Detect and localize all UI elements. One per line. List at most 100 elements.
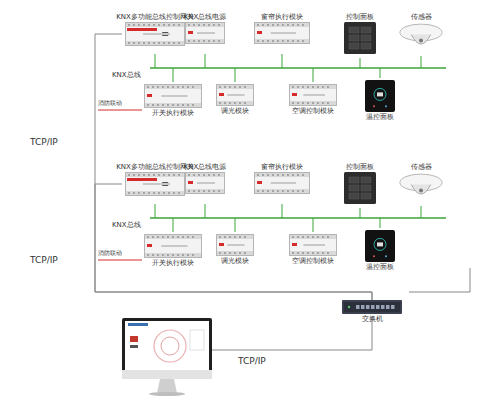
module-body bbox=[217, 235, 254, 256]
panel-button bbox=[361, 35, 371, 41]
module-label bbox=[143, 183, 170, 185]
module-label bbox=[161, 95, 187, 97]
terminal-screw bbox=[302, 102, 304, 104]
terminal-screw bbox=[277, 24, 279, 26]
device-label: 开关执行模块 bbox=[140, 108, 206, 118]
terminal-screw bbox=[317, 252, 319, 254]
terminal-screw bbox=[312, 252, 314, 254]
terminal-screw bbox=[312, 102, 314, 104]
device-label: 空调控制模块 bbox=[282, 256, 344, 266]
device-node: 开关执行模块 bbox=[140, 234, 206, 268]
terminal-screw bbox=[182, 254, 184, 256]
device-image bbox=[344, 172, 376, 204]
terminal-screw bbox=[152, 104, 154, 106]
bus-drop bbox=[360, 208, 361, 218]
thermostat-body bbox=[365, 230, 395, 262]
terminal-screw bbox=[292, 236, 294, 238]
thermostat-display bbox=[377, 92, 383, 96]
terminal-screw bbox=[188, 40, 190, 42]
terminal-screw bbox=[198, 190, 200, 192]
terminal-screw bbox=[262, 40, 264, 42]
module-body bbox=[126, 173, 185, 196]
switch-port bbox=[386, 305, 390, 309]
terminal-screw bbox=[234, 236, 236, 238]
brand-mark bbox=[257, 181, 262, 184]
device-label: 开关执行模块 bbox=[140, 258, 206, 268]
terminal-screw bbox=[244, 236, 246, 238]
terminal-screw bbox=[213, 40, 215, 42]
terminal-screw bbox=[167, 104, 169, 106]
terminal-screw bbox=[327, 252, 329, 254]
terminal-screw bbox=[192, 86, 194, 88]
bus-drop bbox=[380, 218, 381, 228]
device-image bbox=[365, 80, 395, 112]
device-label: 调光模块 bbox=[210, 106, 260, 116]
terminal-screw bbox=[167, 254, 169, 256]
terminal-screw bbox=[188, 190, 190, 192]
terminal-screw bbox=[272, 40, 274, 42]
terminal-screw bbox=[152, 236, 154, 238]
terminal-strip bbox=[145, 253, 201, 257]
terminal-screw bbox=[302, 252, 304, 254]
terminal-strip bbox=[126, 41, 184, 45]
device-label: KNX总线电源 bbox=[175, 12, 235, 22]
terminal-screw bbox=[143, 24, 145, 26]
terminal-screw bbox=[177, 254, 179, 256]
terminal-screw bbox=[322, 252, 324, 254]
terminal-screw bbox=[163, 174, 165, 176]
terminal-screw bbox=[172, 254, 174, 256]
terminal-screw bbox=[177, 236, 179, 238]
module-label bbox=[303, 94, 325, 96]
terminal-screw bbox=[173, 42, 175, 44]
terminal-screw bbox=[292, 174, 294, 176]
bus-drop bbox=[313, 68, 314, 82]
terminal-screw bbox=[234, 252, 236, 254]
brand-band bbox=[127, 178, 157, 181]
device-image bbox=[125, 22, 185, 46]
terminal-screw bbox=[262, 174, 264, 176]
switch-port bbox=[391, 305, 395, 309]
fire-link-wire bbox=[98, 260, 142, 261]
panel-button bbox=[349, 35, 359, 41]
device-image bbox=[289, 84, 337, 106]
screen-plan bbox=[190, 330, 204, 350]
terminal-screw bbox=[219, 252, 221, 254]
screen-mark bbox=[130, 345, 138, 348]
terminal-screw bbox=[182, 104, 184, 106]
device-node: KNX总线电源 bbox=[182, 12, 228, 44]
terminal-screw bbox=[257, 190, 259, 192]
module-body bbox=[186, 23, 225, 44]
screen-plan bbox=[154, 330, 186, 362]
device-label: 传感器 bbox=[396, 162, 446, 172]
terminal-screw bbox=[203, 40, 205, 42]
switch-port bbox=[366, 305, 370, 309]
device-image bbox=[342, 300, 402, 314]
terminal-screw bbox=[178, 174, 180, 176]
terminal-screw bbox=[208, 174, 210, 176]
device-node: 温控面板 bbox=[358, 80, 402, 122]
panel-button bbox=[361, 27, 371, 33]
terminal-screw bbox=[229, 252, 231, 254]
annotation-label: TCP/IP bbox=[238, 357, 266, 367]
thermostat-ring bbox=[374, 88, 386, 100]
terminal-screw bbox=[177, 86, 179, 88]
sensor-lens bbox=[419, 39, 423, 43]
terminal-screw bbox=[203, 174, 205, 176]
terminal-screw bbox=[163, 24, 165, 26]
thermostat-body bbox=[365, 80, 395, 112]
terminal-screw bbox=[297, 252, 299, 254]
terminal-screw bbox=[162, 86, 164, 88]
device-label: 窗帘执行模块 bbox=[250, 162, 314, 172]
terminal-screw bbox=[327, 102, 329, 104]
annotation-label: 消防联动 bbox=[98, 250, 122, 257]
bus-drop bbox=[282, 204, 283, 218]
terminal-screw bbox=[188, 24, 190, 26]
terminal-screw bbox=[218, 174, 220, 176]
brand-mark bbox=[219, 93, 224, 96]
bus-drop bbox=[205, 204, 206, 218]
terminal-screw bbox=[203, 24, 205, 26]
monitor-chin bbox=[122, 370, 212, 379]
terminal-strip bbox=[217, 101, 253, 105]
device-node: 窗帘执行模块 bbox=[250, 12, 314, 44]
